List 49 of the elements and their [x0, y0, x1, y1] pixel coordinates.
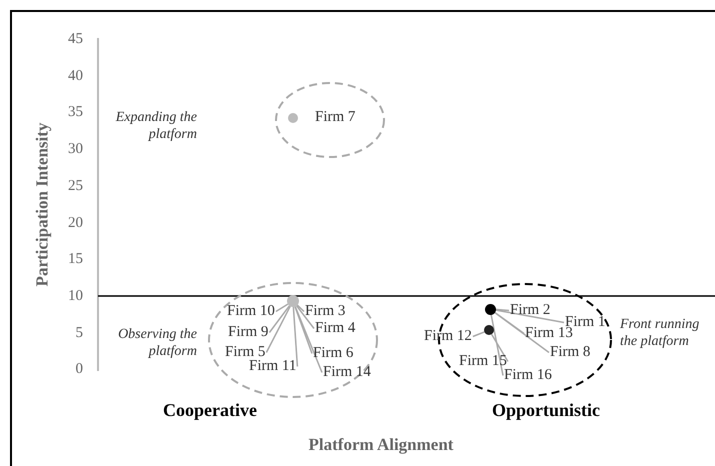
tick-label: 45: [67, 31, 83, 48]
firm-label: Firm 3: [305, 303, 346, 320]
firm-label: Firm 15: [459, 353, 507, 370]
leader-line: [292, 306, 298, 367]
firm-label: Firm 4: [315, 320, 356, 337]
tick-label: 40: [67, 68, 83, 85]
tick-label: 35: [67, 104, 83, 122]
quadrant-label: Front running the platform: [620, 316, 700, 350]
firm-label: Firm 8: [550, 344, 590, 361]
data-point: [484, 325, 494, 335]
quadrant-label: Expanding the platform: [114, 109, 197, 143]
leader-line: [296, 305, 315, 329]
firm-label: Firm 14: [323, 364, 371, 381]
leader-line: [472, 331, 485, 338]
data-point: [484, 304, 496, 314]
quadrant-label: Observing the platform: [117, 326, 197, 360]
firm-label: Firm 6: [313, 345, 354, 362]
group-ellipse: [208, 282, 378, 398]
tick-label: 5: [74, 324, 83, 342]
category-label: Opportunistic: [490, 402, 602, 419]
leader-line: [490, 314, 504, 376]
firm-label: Firm 5: [225, 344, 266, 361]
axis-title: Platform Alignment: [308, 436, 454, 453]
data-point: [287, 295, 299, 307]
leader-line: [495, 308, 510, 312]
leader-line: [494, 312, 524, 334]
leader-line: [296, 304, 305, 312]
firm-label: Firm 10: [227, 303, 275, 320]
leader-line: [494, 312, 550, 354]
tick-label: 10: [67, 288, 83, 305]
group-ellipse: [275, 82, 385, 158]
leader-line: [276, 303, 288, 312]
leader-line: [490, 334, 509, 362]
firm-label: Firm 11: [249, 358, 296, 375]
tick-label: 0: [74, 361, 83, 378]
leader-line: [294, 306, 313, 354]
leader-line: [266, 306, 291, 353]
leader-line: [495, 309, 564, 324]
data-point: [288, 113, 298, 123]
firm-label: Firm 2: [510, 302, 550, 319]
leader-line: [268, 305, 290, 333]
firm-label: Firm 13: [525, 325, 573, 342]
firm-label: Firm 16: [504, 367, 552, 384]
category-label: Cooperative: [162, 402, 258, 419]
axis-title: Participation Intensity: [34, 122, 50, 288]
firm-label: Firm 7: [315, 109, 356, 126]
leader-line: [294, 306, 323, 373]
firm-label: Firm 12: [424, 328, 472, 345]
firm-label: Firm 9: [228, 324, 268, 341]
